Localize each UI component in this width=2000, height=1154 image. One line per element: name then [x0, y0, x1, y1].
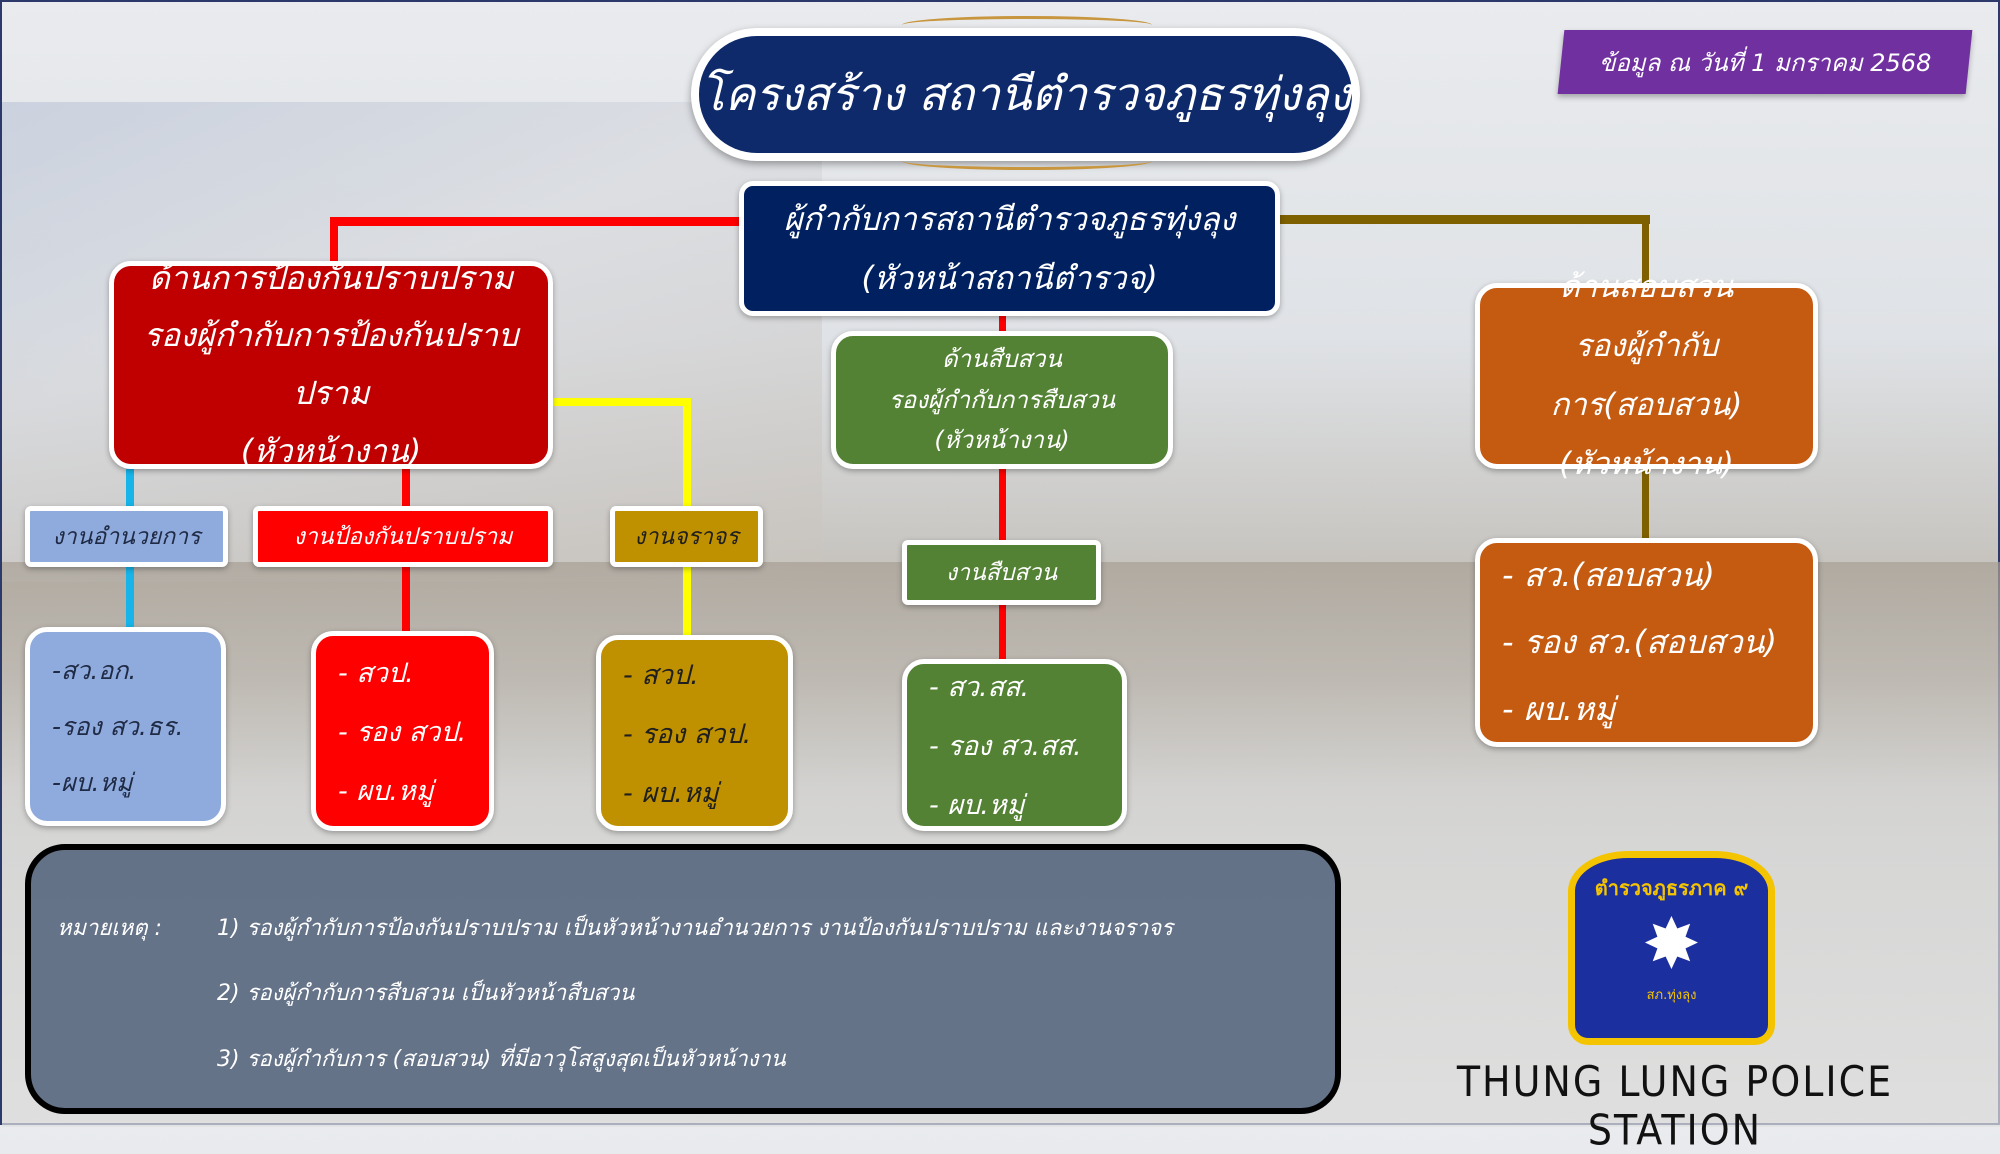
traffic-members: - สวป. - รอง สวป. - ผบ.หมู่: [596, 635, 793, 831]
prevention-title: ด้านการป้องกันปราบปราม: [149, 258, 513, 297]
list-item: - สว.สส.: [929, 671, 1030, 703]
inquiry-role: (หัวหน้างาน): [1559, 445, 1734, 482]
note-3: 3) รองผู้กำกับการ (สอบสวน) ที่มีอาวุโสสู…: [217, 1047, 786, 1072]
list-item: - รอง สวป.: [338, 716, 467, 748]
list-item: - รอง สว.สส.: [929, 730, 1082, 762]
notes-label: หมายเหตุ :: [57, 916, 162, 941]
inquiry-deputy: รองผู้กำกับการ(สอบสวน): [1550, 328, 1743, 423]
invest-members: - สว.สส. - รอง สว.สส. - ผบ.หมู่: [902, 659, 1127, 831]
prevent-members: - สวป. - รอง สวป. - ผบ.หมู่: [311, 631, 494, 831]
list-item: - รอง สวป.: [623, 718, 752, 750]
list-item: -ผบ.หมู่: [52, 767, 133, 797]
prevention-role: (หัวหน้างาน): [240, 431, 422, 470]
unit-traffic-label: งานจราจร: [610, 506, 763, 567]
unit-invest-label: งานสืบสวน: [902, 540, 1101, 605]
investigation-role: (หัวหน้างาน): [934, 426, 1070, 455]
prevention-deputy: รองผู้กำกับการป้องกันปราบปราม: [143, 316, 519, 412]
logo-top-text: ตำรวจภูธรภาค ๙: [1594, 876, 1749, 900]
chief-box: ผู้กำกับการสถานีตำรวจภูธรทุ่งลุง (หัวหน้…: [739, 181, 1280, 316]
inquiry-title: ด้านสอบสวน: [1559, 269, 1734, 306]
connector-green: [999, 316, 1006, 666]
connector-red-top: [330, 217, 740, 226]
note-2: 2) รองผู้กำกับการสืบสวน เป็นหัวหน้าสืบสว…: [217, 981, 635, 1006]
notes-panel: หมายเหตุ : 1) รองผู้กำกับการป้องกันปราบป…: [25, 844, 1341, 1114]
admin-members: -สว.อก. -รอง สว.ธร. -ผบ.หมู่: [25, 627, 226, 826]
list-item: -รอง สว.ธร.: [52, 711, 184, 741]
police-region-logo: ตำรวจภูธรภาค ๙ ✸ สภ.ทุ่งลุง: [1568, 851, 1775, 1045]
connector-brown-top: [1280, 215, 1650, 224]
list-item: - ผบ.หมู่: [623, 777, 719, 809]
note-1: 1) รองผู้กำกับการป้องกันปราบปราม เป็นหัว…: [217, 916, 1173, 941]
unit-prevent-label: งานป้องกันปราบปราม: [253, 506, 553, 567]
list-item: - ผบ.หมู่: [338, 775, 434, 807]
investigation-deputy: รองผู้กำกับการสืบสวน: [888, 385, 1116, 414]
investigation-title: ด้านสืบสวน: [942, 344, 1062, 373]
unit-admin-label: งานอำนวยการ: [25, 506, 228, 567]
list-item: - รอง สว.(สอบสวน): [1502, 623, 1777, 661]
logo-bottom-text: สภ.ทุ่งลุง: [1646, 988, 1697, 1003]
logo-star-icon: ✸: [1642, 903, 1701, 985]
title-frame: โครงสร้าง สถานีตำรวจภูธรทุ่งลุง: [691, 28, 1360, 161]
list-item: - สวป.: [338, 657, 414, 689]
investigation-box: ด้านสืบสวน รองผู้กำกับการสืบสวน (หัวหน้า…: [831, 331, 1173, 469]
inquiry-members: - สว.(สอบสวน) - รอง สว.(สอบสวน) - ผบ.หมู่: [1475, 538, 1818, 747]
list-item: - ผบ.หมู่: [929, 789, 1025, 821]
ornament-top: [902, 16, 1152, 34]
date-text: ข้อมูล ณ วันที่ 1 มกราคม 2568: [1598, 48, 1932, 77]
inquiry-box: ด้านสอบสวน รองผู้กำกับการ(สอบสวน) (หัวหน…: [1475, 269, 1818, 482]
list-item: -สว.อก.: [52, 655, 137, 685]
list-item: - สว.(สอบสวน): [1502, 556, 1715, 594]
unit-traffic-text: งานจราจร: [634, 523, 739, 550]
connector-yellow-h: [553, 398, 691, 406]
chief-subtitle: (หัวหน้าสถานีตำรวจ): [861, 258, 1158, 297]
ornament-bottom: [902, 152, 1152, 170]
prevention-box: ด้านการป้องกันปราบปราม รองผู้กำกับการป้อ…: [109, 259, 553, 470]
date-banner: ข้อมูล ณ วันที่ 1 มกราคม 2568: [1557, 30, 1973, 94]
footer-station-name: THUNG LUNG POLICE STATION: [1456, 1057, 1894, 1154]
unit-prevent-text: งานป้องกันปราบปราม: [293, 523, 513, 550]
list-item: - สวป.: [623, 659, 699, 691]
chief-title: ผู้กำกับการสถานีตำรวจภูธรทุ่งลุง: [783, 199, 1236, 238]
unit-admin-text: งานอำนวยการ: [52, 523, 201, 550]
list-item: - ผบ.หมู่: [1502, 690, 1616, 728]
page-title: โครงสร้าง สถานีตำรวจภูธรทุ่งลุง: [699, 36, 1352, 153]
connector-red-down: [330, 217, 338, 267]
unit-invest-text: งานสืบสวน: [945, 559, 1058, 586]
